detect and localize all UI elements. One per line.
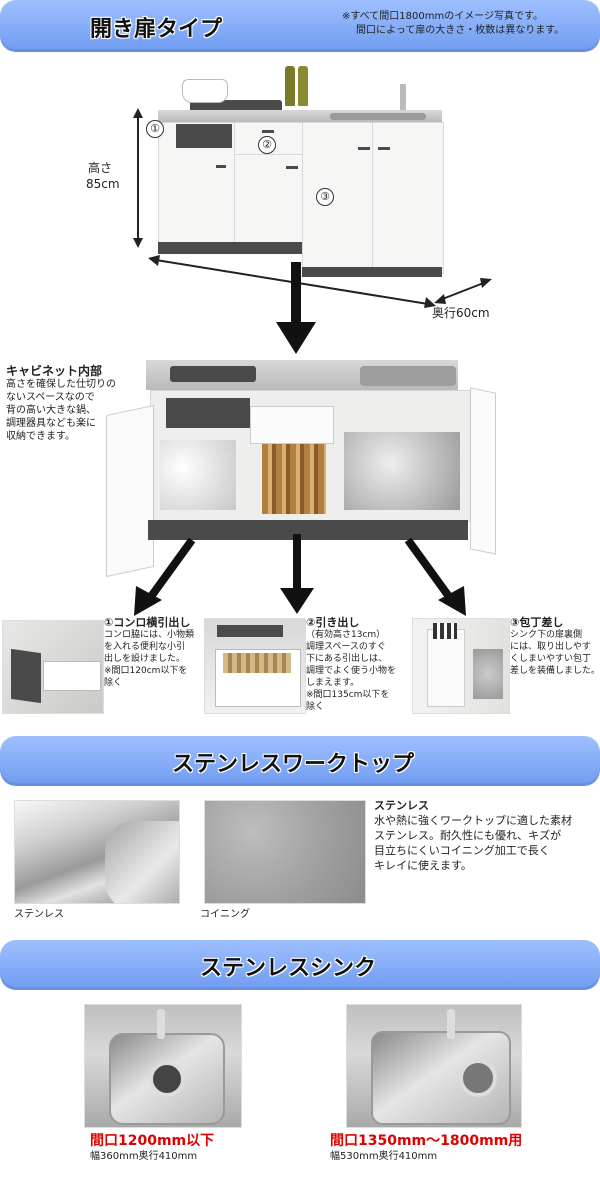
sink-large-size: 幅530mm奥行410mm <box>330 1151 438 1162</box>
feature-line: ※間口120cm以下を <box>104 666 188 676</box>
feature-line: ※間口135cm以下を <box>306 690 390 700</box>
plinth <box>302 267 442 277</box>
plinth <box>158 242 302 254</box>
interior-grill <box>166 398 250 428</box>
handle <box>262 130 274 133</box>
handle <box>358 147 370 150</box>
cabinet-interior-title: キャビネット内部 <box>6 364 103 378</box>
section-title: ステンレスワークトップ <box>172 752 415 777</box>
feature-line: 出しを設けました。 <box>104 654 186 664</box>
feature-line: 調理スペースのすぐ <box>306 642 386 652</box>
depth-arrow-icon <box>434 278 492 304</box>
section-banner-sink: ステンレスシンク <box>0 940 600 990</box>
cabinet-desc-line: ないスペースなので <box>6 392 95 403</box>
sink-photo-small <box>84 1004 242 1128</box>
interior-sink <box>360 366 456 386</box>
worktop-desc-line: キレイに使えます。 <box>374 859 472 872</box>
pots-and-pans <box>160 440 236 510</box>
stainless-photo <box>14 800 180 904</box>
section-banner-worktop: ステンレスワークトップ <box>0 736 600 786</box>
height-label: 高さ <box>88 161 113 175</box>
worktop-desc-line: ステンレス。耐久性にも優れ、キズが <box>374 829 562 842</box>
feature-line: には、取り出しやす <box>510 642 591 652</box>
image-note-line2: 間口によって扉の大きさ・枚数は異なります。 <box>356 25 565 36</box>
cabinet-desc-line: 収納できます。 <box>6 431 75 442</box>
feature-photo-drawer <box>204 618 306 714</box>
feature-line: シンク下の扉裏側 <box>510 630 583 640</box>
feature-line: しまえます。 <box>306 678 360 688</box>
feature-side-drawer: ①コンロ横引出し コンロ脇には、小物類 を入れる便利な小引 出しを設けました。 … <box>104 616 204 689</box>
handle <box>216 165 226 168</box>
cabinet-door-sink-right <box>372 122 444 274</box>
section-title: ステンレスシンク <box>200 956 377 981</box>
feature-title: ②引き出し <box>306 616 360 629</box>
interior-plinth <box>148 520 468 540</box>
sink-opening <box>330 113 426 120</box>
interior-drawer <box>250 406 334 444</box>
height-arrow-icon <box>133 108 143 248</box>
grill <box>176 124 232 148</box>
feature-line: 調理でよく使う小物を <box>306 666 397 676</box>
section-title: 開き扉タイプ <box>90 17 223 42</box>
sink-small-size: 幅360mm奥行410mm <box>90 1151 198 1162</box>
feature-arrows-icon <box>134 534 466 616</box>
marker-3: ③ <box>316 188 334 206</box>
depth-label: 奥行60cm <box>432 306 490 320</box>
down-arrow-icon <box>276 262 316 354</box>
image-note-line1: ※すべて間口1800mmのイメージ写真です。 <box>342 11 544 22</box>
feature-line: 除く <box>306 702 325 712</box>
worktop-desc-line: 目立ちにくいコイニング加工で長く <box>374 844 550 857</box>
feature-line: （有効高さ13cm） <box>306 630 386 640</box>
feature-photo-knife-holder <box>412 618 510 714</box>
sink-small-label: 間口1200mm以下 <box>90 1133 215 1149</box>
height-value: 85cm <box>86 177 120 191</box>
worktop-description: ステンレス 水や熱に強くワークトップに適した素材 ステンレス。耐久性にも優れ、キ… <box>374 798 596 873</box>
interior-stove <box>170 366 256 382</box>
worktop-desc-title: ステンレス <box>374 799 429 812</box>
caption-stainless: ステンレス <box>14 909 64 920</box>
feature-line: くしまいやすい包丁 <box>510 654 592 664</box>
feature-line: 除く <box>104 678 123 688</box>
caption-coining: コイニング <box>200 909 250 920</box>
feature-line: を入れる便利な小引 <box>104 642 186 652</box>
feature-line: コンロ脇には、小物類 <box>104 630 195 640</box>
sink-photo-large <box>346 1004 522 1128</box>
marker-2: ② <box>258 136 276 154</box>
sink-large-label: 間口1350mm～1800mm用 <box>330 1133 523 1149</box>
cookware <box>344 432 460 510</box>
coining-photo <box>204 800 366 904</box>
feature-line: 差しを装備しました。 <box>510 666 600 676</box>
handle <box>286 166 298 169</box>
feature-title: ①コンロ横引出し <box>104 616 191 629</box>
cabinet-desc-line: 高さを確保した仕切りの <box>6 379 116 390</box>
handle <box>378 147 390 150</box>
seasoning-bottles <box>262 444 326 514</box>
feature-title: ③包丁差し <box>510 616 564 629</box>
feature-knife-holder: ③包丁差し シンク下の扉裏側 には、取り出しやす くしまいやすい包丁 差しを装備… <box>510 616 600 677</box>
open-door-right <box>470 387 496 555</box>
bottle-icon <box>285 66 295 106</box>
feature-drawer: ②引き出し （有効高さ13cm） 調理スペースのすぐ 下にある引出しは、 調理で… <box>306 616 410 713</box>
cabinet-door-sink-left <box>302 122 374 269</box>
faucet-icon <box>400 84 406 114</box>
cabinet-desc-line: 調理器具なども楽に <box>6 418 96 429</box>
worktop-desc-line: 水や熱に強くワークトップに適した素材 <box>374 814 572 827</box>
feature-line: 下にある引出しは、 <box>306 654 388 664</box>
feature-photo-side-drawer <box>2 620 104 714</box>
pot-icon <box>182 79 228 103</box>
section-banner-hinged-door: 開き扉タイプ ※すべて間口1800mmのイメージ写真です。 間口によって扉の大き… <box>0 0 600 52</box>
marker-1: ① <box>146 120 164 138</box>
bottle-icon <box>298 66 308 106</box>
cabinet-desc-line: 背の高い大きな鍋、 <box>6 405 96 416</box>
